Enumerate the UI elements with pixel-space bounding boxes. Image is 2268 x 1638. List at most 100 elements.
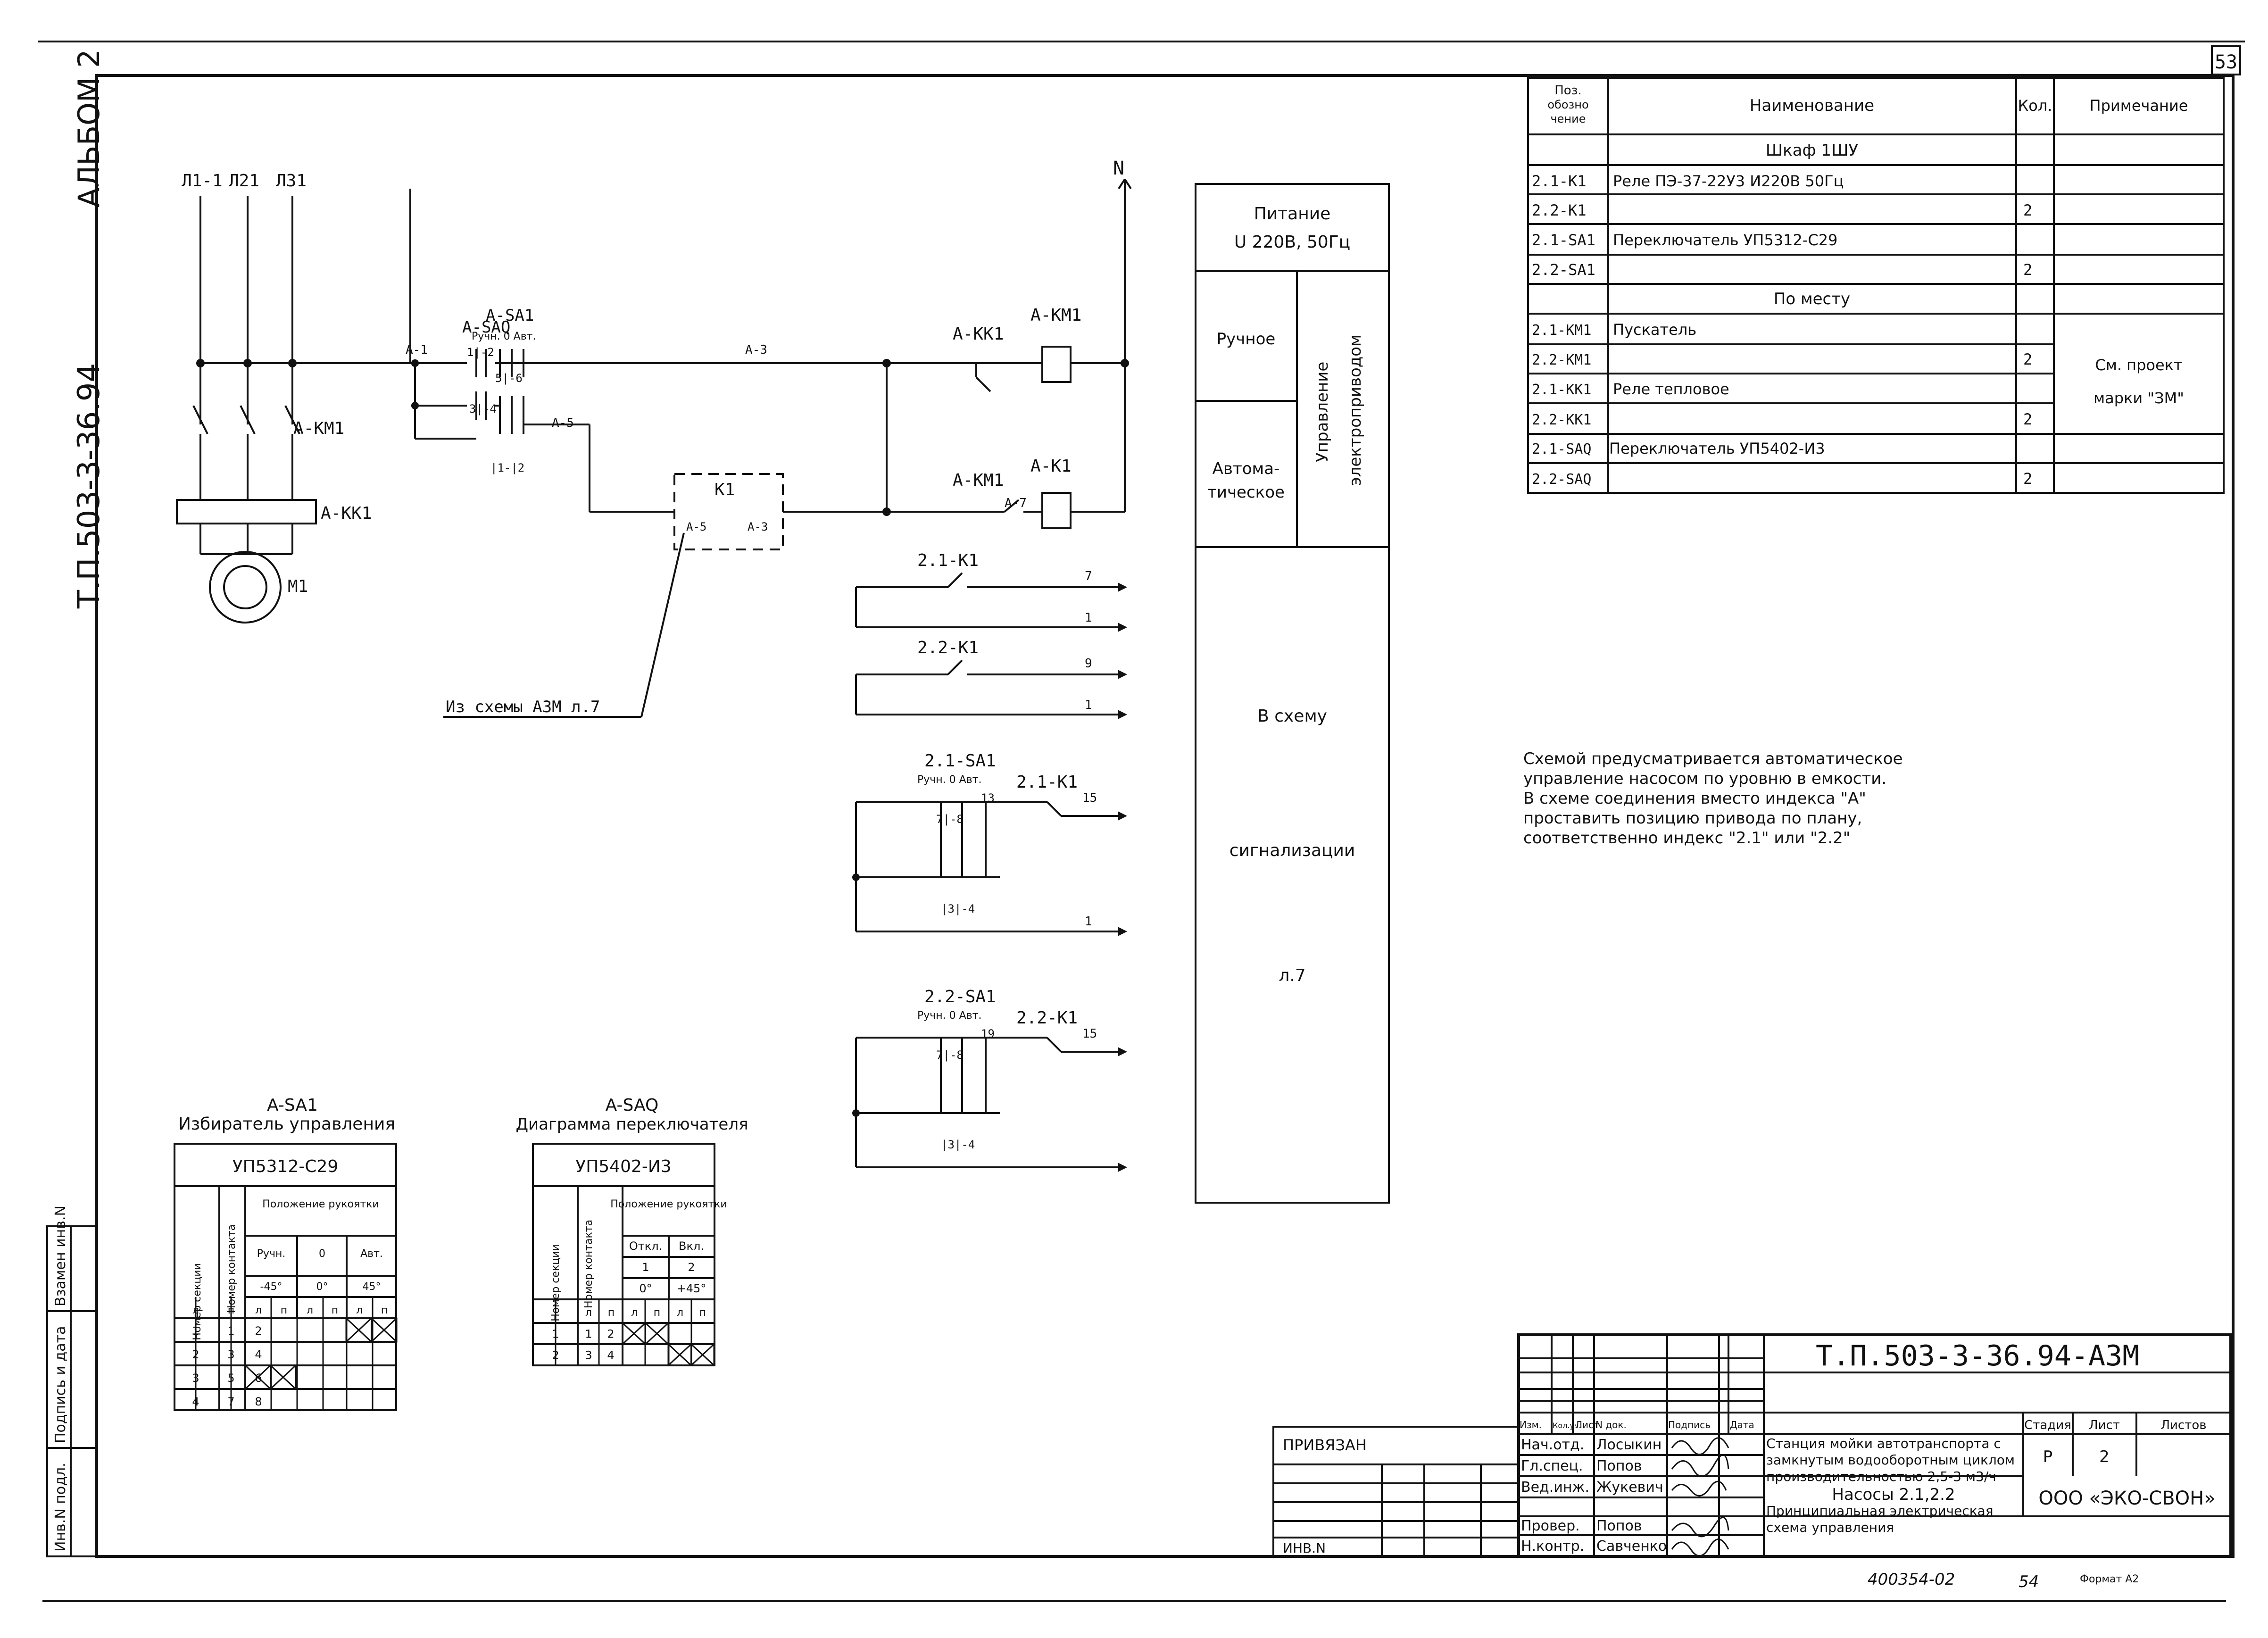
inv-label: ИНВ.N	[1283, 1540, 1326, 1556]
function-panel	[1195, 183, 1390, 1204]
side-stamp-replaced: Взамен инв.N	[52, 1206, 69, 1306]
spec-row4-qty: 2	[2023, 261, 2032, 279]
vertical-code: Т.П.503-3-36.94	[72, 363, 107, 609]
sa1-contacts-top: 5|-6	[495, 372, 523, 385]
panel-manual: Ручное	[1217, 330, 1276, 349]
contact-number: 1	[227, 1324, 234, 1338]
project-line-3: производительностью 2,5-3 м3/ч	[1766, 1469, 1996, 1484]
lp-label: п	[228, 1305, 234, 1316]
spec-row6-pos: 2.2-KM1	[1532, 352, 1591, 368]
staff-name-5: Савченко	[1596, 1538, 1667, 1555]
lp-label: л	[631, 1307, 638, 1319]
closed-cross	[244, 1364, 271, 1390]
spec-header-pos: Поз.	[1554, 83, 1582, 98]
control-circuit	[409, 178, 1132, 718]
switch-2-contacts-bottom: |3|-4	[941, 1138, 975, 1151]
closed-cross	[270, 1364, 297, 1390]
section-number: 3	[192, 1372, 199, 1385]
switch-1-positions: Ручн. 0 Авт.	[917, 774, 981, 786]
sheet-frame	[38, 41, 2245, 1602]
switch-1-bottom: 1	[1085, 915, 1092, 929]
saq-pos-num-2: 2	[688, 1261, 695, 1274]
lp-label: л	[255, 1305, 262, 1316]
wire-a1: A-1	[406, 343, 428, 357]
contact-number: 1	[585, 1328, 592, 1341]
closed-cell	[371, 1317, 398, 1343]
sheet-title-1: Насосы 2.1,2.2	[1832, 1485, 1955, 1504]
contact-number: 8	[255, 1395, 262, 1408]
sa1-angle-3: 45°	[363, 1281, 381, 1293]
spec-table	[1527, 77, 2225, 494]
col-date: Дата	[1730, 1419, 1754, 1430]
sheet-title-3: схема управления	[1766, 1520, 1894, 1535]
closed-cross	[371, 1317, 398, 1343]
signal-switch-group-1	[852, 801, 1127, 936]
saq-h-position: Положение рукоятки	[610, 1198, 727, 1210]
sa1-angle-2: 0°	[316, 1281, 328, 1293]
spec-row1-name: Реле ПЭ-37-22У3 И220В 50Гц	[1613, 172, 1844, 190]
saq-pos-on: Вкл.	[679, 1239, 704, 1253]
spec-row2-pos: 2.2-K1	[1532, 201, 1587, 219]
side-stamp-signature: Подпись и дата	[52, 1326, 69, 1444]
closed-cross	[690, 1343, 715, 1366]
spec-header-name: Наименование	[1750, 96, 1874, 115]
sheet-label: Лист	[2089, 1418, 2120, 1432]
panel-power: Питание	[1254, 204, 1331, 224]
section-number: 4	[192, 1395, 199, 1408]
saq-contacts-bottom: 3|-4	[469, 402, 497, 416]
saq-angle-1: 0°	[639, 1282, 652, 1295]
note-line-2: управление насосом по уровню в емкости.	[1523, 769, 1886, 788]
sa1-angle-1: -45°	[260, 1281, 282, 1293]
contactor-power-label: A-KM1	[293, 419, 344, 438]
note-line-3: В схеме соединения вместо индекса "А"	[1523, 789, 1866, 808]
title-block	[1272, 1333, 2232, 1558]
signal-contact-2-top: 9	[1085, 657, 1092, 671]
k1-box-left: A-5	[686, 520, 706, 533]
note-line-1: Схемой предусматривается автоматическое	[1523, 749, 1903, 768]
spec-row2-qty: 2	[2023, 201, 2032, 219]
lp-label: л	[585, 1307, 592, 1319]
saq-angle-2: +45°	[677, 1282, 706, 1295]
lp-label: п	[332, 1305, 338, 1316]
spec-row10-pos: 2.2-SAQ	[1532, 471, 1591, 488]
section-number: 2	[192, 1348, 199, 1361]
switch-2-contacts-top: 7|-8	[936, 1048, 964, 1062]
side-stamp-inv: Инв.N подл.	[52, 1463, 69, 1552]
spec-row3-pos: 2.1-SA1	[1532, 231, 1595, 249]
panel-control-1: Управление	[1313, 362, 1332, 462]
col-kol: Кол.уч.	[1553, 1421, 1581, 1430]
section-number: 1	[552, 1328, 559, 1341]
side-stamp	[46, 1225, 98, 1557]
saq-label: A-SAQ	[462, 318, 510, 337]
spec-group-2: По месту	[1774, 290, 1850, 308]
phase-l31: Л31	[276, 171, 307, 191]
thermal-relay-label: A-KK1	[321, 504, 372, 523]
panel-auto-1: Автома-	[1213, 459, 1280, 478]
motor-label: M1	[288, 577, 308, 596]
title-code: Т.П.503-3-36.94-АЗМ	[1816, 1339, 2139, 1372]
phase-l11: Л1-1	[182, 171, 223, 191]
switch-2-positions: Ручн. 0 Авт.	[917, 1010, 981, 1022]
col-sign: Подпись	[1668, 1419, 1711, 1430]
panel-to-scheme: В схему	[1257, 707, 1327, 726]
format-label: Формат А2	[2080, 1573, 2139, 1585]
sa1-h-contact: Номер контакта	[226, 1224, 238, 1313]
saq-h-contact: Номер контакта	[583, 1220, 595, 1308]
sheet-corner-number: 53	[2215, 51, 2237, 73]
staff-role-5: Н.контр.	[1521, 1538, 1584, 1555]
project-line-1: Станция мойки автотранспорта с	[1766, 1436, 2001, 1451]
kk1-label: A-KK1	[953, 324, 1004, 344]
closed-cross	[667, 1343, 692, 1366]
signal-contact-2	[855, 659, 1127, 719]
spec-header-pos-3: чение	[1551, 112, 1586, 125]
sa1-contacts-bottom: |1-|2	[490, 461, 524, 474]
lp-label: л	[192, 1305, 199, 1316]
staff-name-2: Попов	[1596, 1458, 1642, 1474]
staff-name-3: Жукевич	[1596, 1479, 1663, 1496]
staff-role-4: Провер.	[1521, 1518, 1580, 1534]
contact-number: 3	[585, 1349, 592, 1362]
switch-2-label: 2.2-SA1	[924, 987, 996, 1006]
spec-row7-name: Реле тепловое	[1613, 380, 1729, 398]
